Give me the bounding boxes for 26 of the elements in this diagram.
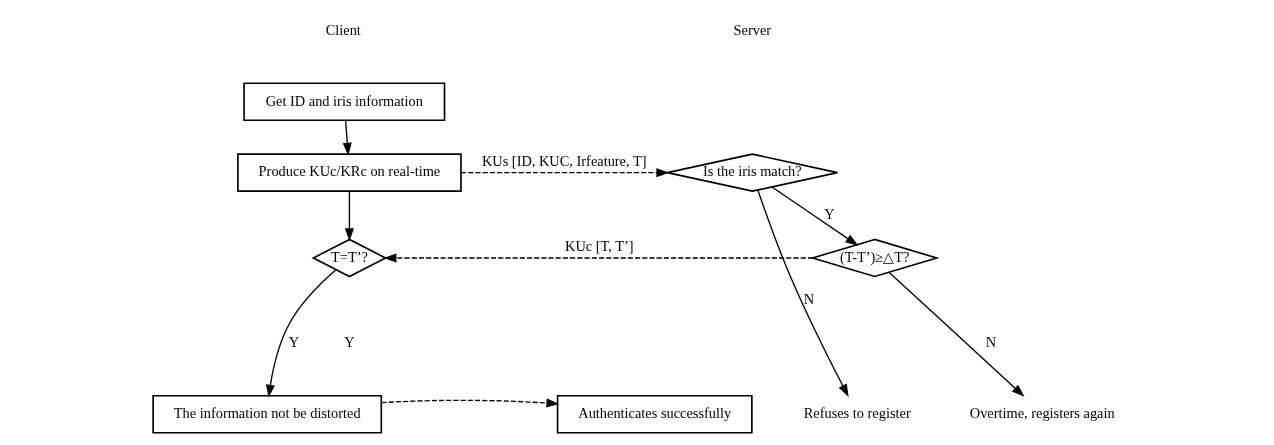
edge-label: KUs [ID, KUC, Irfeature, T] bbox=[481, 152, 647, 169]
arrow bbox=[342, 119, 352, 156]
node-box: Authenticates successfully bbox=[556, 394, 753, 434]
arrow bbox=[459, 168, 669, 178]
node-diamond: T=T’? bbox=[311, 238, 387, 278]
arrow bbox=[888, 271, 1024, 397]
edge-label: N bbox=[985, 334, 996, 351]
arrow bbox=[265, 269, 336, 398]
arrow bbox=[380, 398, 559, 408]
edge-label: KUc [T, T’] bbox=[564, 237, 634, 254]
label: Y bbox=[343, 334, 355, 351]
arrow bbox=[383, 253, 813, 263]
label: Client bbox=[325, 21, 361, 38]
node-text: Overtime, registers again bbox=[969, 405, 1115, 421]
edge-label: Y bbox=[288, 334, 299, 351]
arrow bbox=[770, 186, 858, 246]
node-diamond: Is the iris match? bbox=[666, 153, 838, 192]
node-box: The information not be distorted bbox=[151, 394, 382, 434]
arrow bbox=[344, 190, 354, 242]
arrow bbox=[756, 189, 849, 398]
edge-label: Y bbox=[823, 206, 835, 223]
node-text: Refuses to register bbox=[803, 405, 911, 421]
node-box: Produce KUc/KRc on real-time bbox=[236, 153, 462, 192]
edge-label: N bbox=[803, 291, 814, 308]
node-box: Get ID and iris information bbox=[242, 82, 445, 122]
label: Server bbox=[733, 21, 771, 38]
